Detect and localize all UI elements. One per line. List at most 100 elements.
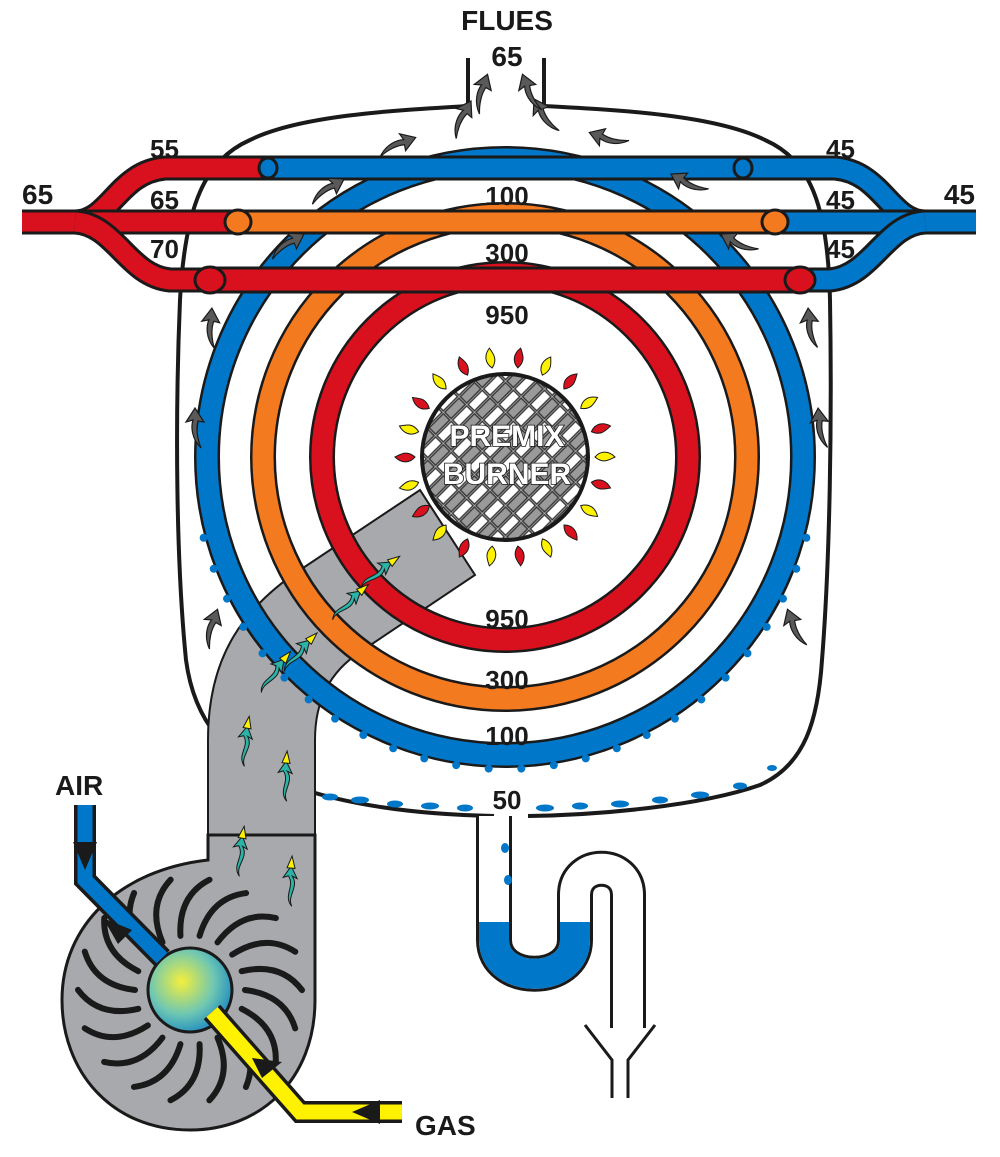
condensate-droplets <box>322 765 777 812</box>
fan-blade <box>229 939 299 958</box>
flue-arrow <box>588 127 630 148</box>
fan-blade <box>167 1041 203 1104</box>
flue-arrow <box>719 232 759 251</box>
ring-orange-bottom-temp: 300 <box>485 665 528 695</box>
fan-blade <box>130 1041 184 1090</box>
ring-blue-bottom-temp: 100 <box>485 721 528 751</box>
condensate-drop <box>258 649 267 658</box>
flame <box>411 504 430 518</box>
mixture-arrow-tip <box>281 749 291 764</box>
air-inlet-pipe <box>73 805 170 966</box>
mixture-arrow-tip <box>304 631 319 646</box>
fan-blade <box>101 1034 166 1067</box>
condensate-drop <box>549 761 558 770</box>
fan-blade <box>206 1034 227 1104</box>
mixture-arrow-tip <box>237 824 247 840</box>
return-in-label: 45 <box>944 179 975 210</box>
blue-pipe-bottom-temp: 45 <box>826 234 855 264</box>
condensate-temp-label: 50 <box>493 785 522 815</box>
flame <box>514 545 525 567</box>
gas-inlet-pipe <box>203 1004 402 1124</box>
fan-blade <box>101 914 142 975</box>
mixture-arrow <box>332 583 370 620</box>
flue-arrow <box>311 177 346 205</box>
flue-arrow <box>517 73 543 111</box>
fan-blade <box>81 948 138 993</box>
condensate-drop <box>304 695 313 704</box>
fan-blade <box>242 987 299 1032</box>
flame <box>513 347 524 369</box>
ring-orange-top-temp: 300 <box>485 238 528 268</box>
gas-arrow-left <box>352 1100 380 1124</box>
flue-gas-arrows <box>184 73 830 650</box>
fan-blade <box>214 913 279 946</box>
mixture-arrow <box>281 854 299 907</box>
fan-blade <box>177 876 213 939</box>
flue-arrow <box>271 232 306 260</box>
condensate-drop <box>778 594 787 603</box>
fan-blade <box>196 890 250 939</box>
manifold-pipes <box>22 155 976 295</box>
burner-flames <box>394 347 616 567</box>
mixture-arrow <box>283 631 319 672</box>
condensate-trap <box>476 816 657 1098</box>
flame <box>594 451 616 462</box>
air-arrow-down <box>73 842 97 870</box>
mixture-arrow <box>276 749 294 802</box>
burner-label-line1: PREMIX <box>449 420 564 453</box>
condensate-drop <box>792 564 801 573</box>
mixture-arrow <box>237 714 254 767</box>
condensate-drop <box>743 649 752 658</box>
flow-out-label: 65 <box>22 179 53 210</box>
flame <box>432 524 447 541</box>
ring-red-top-temp: 950 <box>485 300 528 330</box>
burner-label-line2: BURNER <box>443 458 572 491</box>
flue-arrow <box>202 608 223 650</box>
flue-outlet <box>466 58 546 106</box>
condensate-drop <box>420 754 429 763</box>
flame <box>457 356 469 376</box>
flame <box>563 524 578 541</box>
flue-arrow <box>200 306 221 349</box>
mixture-arrow-tip <box>286 854 296 869</box>
gas-label: GAS <box>415 1110 476 1141</box>
condensate-drop <box>612 744 621 753</box>
drain-funnel-right <box>626 1024 657 1098</box>
condensate-drop <box>721 673 730 682</box>
flame <box>394 452 416 463</box>
condensate-drop <box>389 744 398 753</box>
mixture-arrow <box>360 555 401 589</box>
condensate-drop <box>331 714 340 723</box>
red-pipe-top-temp: 55 <box>150 134 179 164</box>
flue-arrow <box>809 406 830 448</box>
condensate-drop <box>581 754 590 763</box>
mixture-arrow-tip <box>278 650 292 665</box>
flue-arrow <box>782 608 808 646</box>
air-arrow-diagonal <box>103 918 132 944</box>
burner-mesh <box>420 372 590 542</box>
condensate-drop <box>280 673 289 682</box>
flue-arrow <box>454 99 473 139</box>
condensate-drop <box>484 764 493 773</box>
condensate-drop <box>670 714 679 723</box>
premix-burner: PREMIX BURNER <box>394 347 616 567</box>
flue-arrow <box>379 132 417 158</box>
flue-arrow <box>799 306 820 348</box>
red-pipe-bottom-temp: 70 <box>150 234 179 264</box>
flame <box>540 356 552 376</box>
flame <box>398 480 420 491</box>
flue-arrow <box>669 172 709 191</box>
middle-orange-connector <box>230 209 777 235</box>
blue-pipe-mid-temp: 45 <box>826 185 855 215</box>
bottom-red-connector <box>203 266 807 294</box>
flame <box>486 545 497 567</box>
air-label: AIR <box>55 770 103 801</box>
flame <box>563 373 578 390</box>
mixture-arrow-tip <box>386 555 401 568</box>
condensate-drop <box>642 730 651 739</box>
ring-blue-top-temp: 100 <box>485 181 528 211</box>
fan-blade <box>75 986 142 1015</box>
fan-blade <box>238 1005 279 1066</box>
blue-pipe-top-temp: 45 <box>826 134 855 164</box>
flame <box>590 479 612 490</box>
